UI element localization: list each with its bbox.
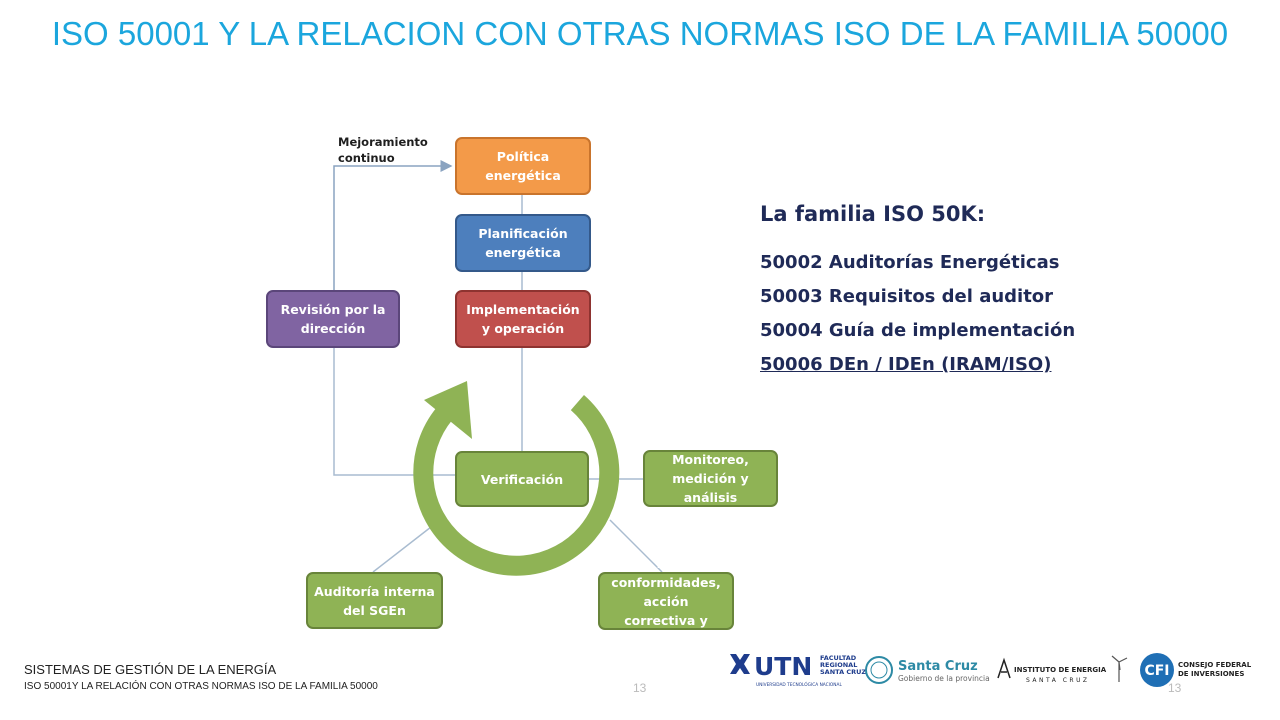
cfi-sub-line: DE INVERSIONES xyxy=(1178,670,1244,678)
spoke-noconf xyxy=(609,519,663,573)
iso-family-item: 50002 Auditorías Energéticas xyxy=(760,252,1060,273)
utn-symbol-icon xyxy=(730,654,750,674)
santa-cruz-wordmark: Santa Cruz xyxy=(898,659,978,674)
iso-family-item: 50003 Requisitos del auditor xyxy=(760,286,1054,307)
instituto-logo: INSTITUTO DE ENERGIA SANTA CRUZ xyxy=(997,655,1128,684)
mejoramiento-label: Mejoramiento continuo xyxy=(338,135,428,165)
cycle-arrowhead xyxy=(424,381,472,439)
instituto-caption: SANTA CRUZ xyxy=(1026,677,1089,684)
utn-sub-line: SANTA CRUZ xyxy=(820,668,866,676)
santa-cruz-logo: Santa Cruz Gobierno de la provincia xyxy=(865,656,990,684)
cfi-emblem-icon xyxy=(1140,653,1174,687)
wind-turbine-icon xyxy=(1111,655,1128,682)
slide-title: ISO 50001 Y LA RELACION CON OTRAS NORMAS… xyxy=(51,15,1229,52)
revision-box: Revisión por la dirección xyxy=(266,290,400,348)
santa-cruz-caption: Gobierno de la provincia xyxy=(898,674,990,683)
utn-caption: UNIVERSIDAD TECNOLÓGICA NACIONAL xyxy=(756,681,842,688)
iso-family-item: 50006 DEn / IDEn (IRAM/ISO) xyxy=(760,354,1052,375)
utn-sub-line: FACULTAD xyxy=(820,654,857,662)
footer-course-title: SISTEMAS DE GESTIÓN DE LA ENERGÍA xyxy=(24,662,277,677)
svg-text:CONSEJO FEDERAL DE INVER: CONSEJO FEDERAL DE INVERSIONES xyxy=(1178,661,1254,678)
cfi-logo: CFI CONSEJO FEDERAL DE INVERSIONES xyxy=(1140,653,1254,687)
instituto-wordmark: INSTITUTO DE ENERGIA xyxy=(1014,666,1107,674)
utn-sub-line: REGIONAL xyxy=(820,661,857,669)
svg-text:FACULTAD REGIONAL: FACULTAD REGIONAL SANTA CRUZ xyxy=(820,654,866,676)
monitoreo-box: Monitoreo, medición y análisis xyxy=(643,450,778,507)
page-number-right: 13 xyxy=(1168,681,1182,695)
implementacion-box: Implementación y operación xyxy=(455,290,591,348)
instituto-mark-icon xyxy=(997,657,1011,679)
iso-family-panel: La familia ISO 50K: 50002 Auditorías Ene… xyxy=(760,196,1075,382)
santa-cruz-emblem-icon xyxy=(865,656,893,684)
logos-strip: UTN FACULTAD REGIONAL SANTA CRUZ UNIVERS… xyxy=(730,652,1254,688)
utn-wordmark: UTN xyxy=(754,652,812,681)
no-conformidades-box: No conformidades, acción correctiva y pr… xyxy=(598,556,734,647)
iso-family-title: La familia ISO 50K: xyxy=(760,202,986,226)
spoke-auditoria xyxy=(372,519,441,573)
iso-family-item: 50004 Guía de implementación xyxy=(760,320,1076,341)
planificacion-box: Planificación energética xyxy=(455,214,591,272)
utn-logo: UTN FACULTAD REGIONAL SANTA CRUZ UNIVERS… xyxy=(730,652,866,688)
cfi-sub-line: CONSEJO FEDERAL xyxy=(1178,661,1252,669)
auditoria-box: Auditoría interna del SGEn xyxy=(306,572,443,629)
page-number-center: 13 xyxy=(633,681,647,695)
cfi-wordmark: CFI xyxy=(1144,663,1169,679)
politica-box: Política energética xyxy=(455,137,591,195)
cycle-arrow xyxy=(413,395,620,576)
loop-arrow xyxy=(333,160,453,291)
footer-slide-title: ISO 50001Y LA RELACIÓN CON OTRAS NORMAS … xyxy=(24,681,378,692)
verificacion-box: Verificación xyxy=(455,451,589,507)
